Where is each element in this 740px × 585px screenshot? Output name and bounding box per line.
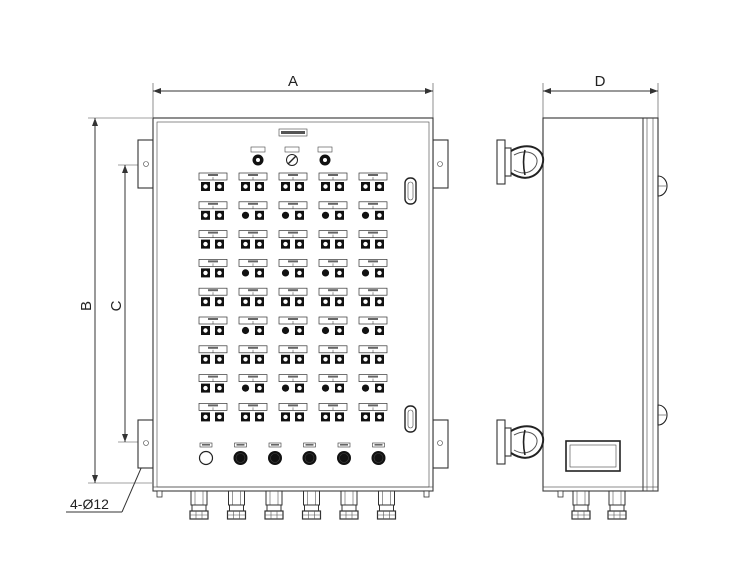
control-module <box>318 374 348 393</box>
front-view <box>137 117 449 492</box>
control-module <box>358 345 388 364</box>
bottom-button <box>198 442 214 466</box>
mounting-ears <box>137 139 449 469</box>
control-module <box>198 403 228 422</box>
side-cable-glands <box>557 490 627 520</box>
control-module <box>358 403 388 422</box>
control-module <box>318 172 348 191</box>
dimension-b-label: B <box>78 301 95 311</box>
control-module <box>238 316 268 335</box>
control-module <box>318 345 348 364</box>
control-module <box>318 287 348 307</box>
front-nameplate <box>278 128 308 137</box>
cable-gland <box>264 490 284 520</box>
control-module <box>358 259 388 278</box>
side-enclosure-body <box>542 117 659 492</box>
side-hinge-top <box>496 139 545 185</box>
side-cable-gland <box>607 490 627 520</box>
bottom-button <box>268 442 282 465</box>
control-module <box>278 172 308 191</box>
control-module <box>238 374 268 393</box>
control-module <box>278 259 308 278</box>
cable-gland <box>189 490 209 520</box>
control-module <box>278 345 308 364</box>
dimension-c: C <box>108 164 152 443</box>
control-module <box>278 287 308 307</box>
control-module <box>198 287 228 307</box>
bottom-button-row <box>198 442 386 466</box>
control-module <box>358 374 388 393</box>
cable-glands <box>156 490 430 520</box>
side-cable-gland <box>571 490 591 520</box>
cable-gland <box>339 490 359 520</box>
control-module <box>238 287 268 307</box>
dimension-d: D <box>542 73 659 118</box>
control-module <box>278 316 308 335</box>
side-inspection-window <box>565 440 621 472</box>
control-module <box>238 230 268 249</box>
bottom-button <box>233 442 248 465</box>
control-module <box>238 172 268 191</box>
control-module <box>198 316 228 335</box>
control-module <box>238 259 268 278</box>
control-module <box>318 230 348 249</box>
control-module <box>198 201 228 220</box>
front-windows <box>404 177 417 433</box>
side-hinge-bottom <box>496 419 545 465</box>
top-indicators <box>250 146 333 166</box>
dimension-c-label: C <box>108 300 125 311</box>
bottom-button <box>371 442 386 465</box>
control-module <box>318 259 348 278</box>
side-knobs <box>657 175 668 426</box>
control-module <box>238 403 268 422</box>
control-module <box>358 201 388 220</box>
control-module <box>278 201 308 220</box>
control-module <box>238 345 268 364</box>
control-module <box>198 345 228 364</box>
control-module-grid <box>198 172 388 422</box>
control-module <box>198 172 228 191</box>
control-module <box>318 316 348 335</box>
control-module <box>238 201 268 220</box>
control-module <box>358 287 388 307</box>
dimension-b: B <box>78 117 152 484</box>
control-module <box>278 403 308 422</box>
control-module <box>358 230 388 249</box>
control-module <box>198 230 228 249</box>
control-module <box>358 172 388 191</box>
cable-gland <box>301 490 322 520</box>
control-module <box>198 374 228 393</box>
control-module <box>278 374 308 393</box>
bottom-button <box>302 442 317 465</box>
cable-gland <box>376 490 397 520</box>
side-view <box>496 117 668 520</box>
dimension-a: A <box>152 73 434 118</box>
control-module <box>358 316 388 335</box>
control-module <box>278 230 308 249</box>
control-module <box>318 201 348 220</box>
bottom-button <box>337 442 351 465</box>
hole-label: 4-Ø12 <box>70 496 109 512</box>
control-module <box>198 259 228 278</box>
cable-gland <box>226 490 247 520</box>
control-module <box>318 403 348 422</box>
dimension-a-label: A <box>288 73 298 90</box>
dimension-d-label: D <box>595 73 606 90</box>
